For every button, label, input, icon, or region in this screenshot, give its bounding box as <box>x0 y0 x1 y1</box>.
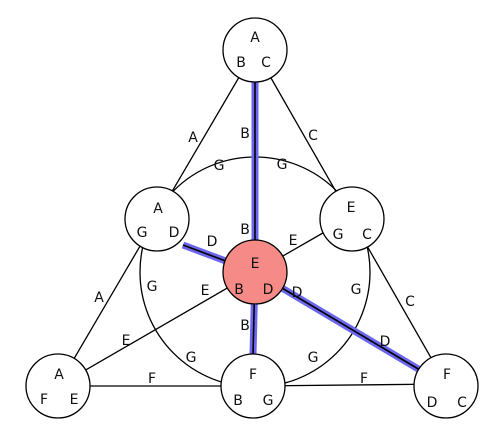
node-label: A <box>250 30 260 46</box>
node-top: A B C <box>222 17 288 83</box>
edge-label: B <box>240 126 250 142</box>
node-bottom-middle: F B G <box>220 353 286 419</box>
node-label: G <box>137 225 148 241</box>
node-label: A <box>153 201 163 217</box>
node-label: D <box>427 395 438 411</box>
node-label: A <box>54 367 64 383</box>
node-bottom-left-circle <box>25 353 91 419</box>
edge-label: B <box>240 222 250 238</box>
edge-label: G <box>214 158 225 174</box>
node-label: B <box>234 282 244 298</box>
node-center-circle <box>222 239 288 305</box>
edge-label: A <box>188 130 198 146</box>
node-middle-right: E G C <box>319 186 385 252</box>
edge-label: F <box>360 371 368 387</box>
highlighted-edges <box>181 82 422 374</box>
edge-label: G <box>277 157 288 173</box>
edge-label: D <box>207 234 218 250</box>
node-label: E <box>347 200 356 216</box>
node-label: C <box>457 395 467 411</box>
edge-label: B <box>240 318 250 334</box>
edge-label: G <box>186 350 197 366</box>
edge-label: D <box>292 285 303 301</box>
nodes: A B C A G D E G C E B D A F E <box>25 17 479 419</box>
edge-label: C <box>308 128 318 144</box>
node-bottom-right: F D C <box>413 353 479 419</box>
edge-labels: A C B G G G G G G B D E E B D A E F F C … <box>94 126 415 387</box>
edge-label: E <box>122 333 131 349</box>
node-bottom-middle-circle <box>220 353 286 419</box>
edge-label: C <box>405 294 415 310</box>
edge-center-to-bottom-left <box>57 271 256 387</box>
node-center: E B D <box>222 239 288 305</box>
edge-label: E <box>201 283 210 299</box>
node-label: C <box>261 55 271 71</box>
node-middle-left: A G D <box>124 186 190 252</box>
node-label: B <box>236 55 246 71</box>
edge-label: E <box>289 233 298 249</box>
node-middle-left-circle <box>124 186 190 252</box>
node-label: F <box>40 392 48 408</box>
edge-label: A <box>94 290 104 306</box>
node-label: C <box>362 227 372 243</box>
edge-label: D <box>380 334 391 350</box>
node-bottom-right-circle <box>413 353 479 419</box>
node-label: B <box>233 393 243 409</box>
node-top-circle <box>222 17 288 83</box>
edge-label: G <box>147 279 158 295</box>
node-label: E <box>251 256 260 272</box>
edge-label: F <box>148 371 156 387</box>
edge-label: G <box>351 282 362 298</box>
node-label: G <box>333 227 344 243</box>
edge-label: G <box>308 350 319 366</box>
node-middle-right-circle <box>319 186 385 252</box>
node-label: D <box>169 225 180 241</box>
node-label: F <box>249 367 257 383</box>
node-label: E <box>70 392 79 408</box>
node-label: F <box>443 367 451 383</box>
node-label: D <box>263 282 274 298</box>
node-label: G <box>263 393 274 409</box>
node-bottom-left: A F E <box>25 353 91 419</box>
